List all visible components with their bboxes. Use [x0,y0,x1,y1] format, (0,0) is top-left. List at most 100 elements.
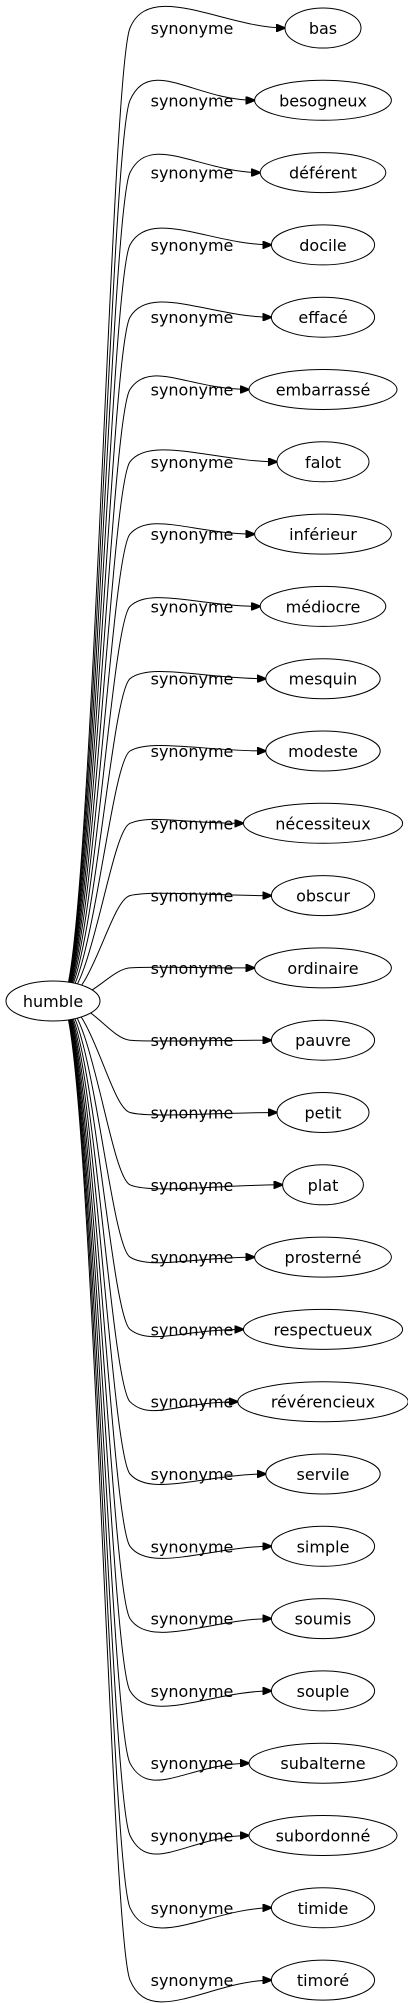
target-node-label: obscur [296,887,350,906]
target-node-efface[interactable]: effacé [270,296,376,338]
target-node-pauvre[interactable]: pauvre [270,1019,376,1061]
target-node-shape [259,585,387,627]
target-node-subalterne[interactable]: subalterne [248,1742,398,1784]
edge-label-ordinaire: synonyme [151,959,234,978]
target-node-shape [270,1959,376,2001]
target-node-simple[interactable]: simple [270,1525,376,1567]
target-node-deferent[interactable]: déférent [259,152,387,194]
edge-label-deferent: synonyme [151,164,234,183]
target-node-falot[interactable]: falot [276,441,370,483]
edge-label-modeste: synonyme [151,742,234,761]
target-node-servile[interactable]: servile [265,1453,381,1495]
target-node-label: docile [299,236,346,255]
target-node-timore[interactable]: timoré [270,1959,376,2001]
target-node-ordinaire[interactable]: ordinaire [254,947,392,989]
target-node-reverencieux[interactable]: révérencieux [237,1381,408,1423]
target-node-label: servile [297,1465,350,1484]
edge-besogneux [60,79,255,1002]
target-node-shape [242,1308,404,1350]
edge-label-inferieur: synonyme [151,525,234,544]
target-node-label: besogneux [279,91,367,110]
target-node-necessiteux[interactable]: nécessiteux [242,802,404,844]
target-node-label: respectueux [273,1320,372,1339]
target-node-shape [265,1453,381,1495]
edge-embarrasse [60,375,249,1002]
target-node-plat[interactable]: plat [282,1164,364,1206]
target-node-label: plat [308,1176,339,1195]
target-node-shape [248,1815,398,1856]
target-node-label: mesquin [289,670,358,689]
target-node-shape [284,7,362,49]
target-node-shape [282,1164,364,1206]
edge-respectueux [60,1000,243,1338]
target-node-shape [270,875,376,917]
target-node-shape [270,1525,376,1567]
target-node-shape [248,369,398,410]
edge-layer: synonyme synonyme synonyme synonyme synonyme… [60,5,285,2003]
target-node-prosterne[interactable]: prosterné [254,1236,392,1278]
target-node-shape [270,1887,376,1929]
target-node-label: ordinaire [287,959,358,978]
target-node-soumis[interactable]: soumis [270,1598,376,1640]
target-node-shape [270,1670,376,1712]
edge-label-mesquin: synonyme [151,670,234,689]
target-node-besogneux[interactable]: besogneux [254,79,392,121]
target-node-label: souple [297,1682,350,1701]
edge-label-falot: synonyme [151,453,234,472]
target-node-respectueux[interactable]: respectueux [242,1308,404,1350]
target-node-petit[interactable]: petit [276,1092,370,1133]
target-node-shape [254,947,392,989]
target-node-souple[interactable]: souple [270,1670,376,1712]
target-node-mesquin[interactable]: mesquin [265,658,381,700]
root-node-shape [5,980,101,1022]
target-node-label: timoré [297,1971,349,1990]
edge-label-simple: synonyme [151,1537,234,1556]
edge-plat [60,1000,283,1190]
edge-label-subalterne: synonyme [151,1754,234,1773]
target-node-subordonne[interactable]: subordonné [248,1815,398,1856]
target-node-shape [265,730,381,772]
target-node-timide[interactable]: timide [270,1887,376,1929]
edge-label-timore: synonyme [151,1971,234,1990]
edge-label-embarrasse: synonyme [151,381,234,400]
target-node-embarrasse[interactable]: embarrassé [248,369,398,410]
target-node-bas[interactable]: bas [284,7,362,49]
edge-inferieur [60,523,255,1002]
edge-soumis [60,1000,271,1633]
target-node-label: nécessiteux [275,814,370,833]
edge-bas [60,5,285,1002]
edge-mesquin [60,671,266,1002]
edge-mediocre [60,597,260,1002]
edge-label-obscur: synonyme [151,887,234,906]
root-node[interactable]: humble [5,980,101,1022]
edge-label-reverencieux: synonyme [151,1393,234,1412]
target-node-label: simple [297,1537,350,1556]
target-node-shape [265,658,381,700]
target-node-shape [276,441,370,483]
target-node-shape [248,1742,398,1784]
target-node-label: embarrassé [276,381,371,400]
target-node-inferieur[interactable]: inférieur [254,513,392,555]
target-node-obscur[interactable]: obscur [270,875,376,917]
target-node-shape [254,79,392,121]
target-node-shape [270,224,376,266]
edge-prosterne [60,1000,255,1264]
edge-label-subordonne: synonyme [151,1827,234,1846]
target-node-docile[interactable]: docile [270,224,376,266]
edge-falot [60,449,277,1002]
node-layer: humble bas besogneux déférent docile effacé e… [5,7,408,2001]
target-node-label: soumis [295,1610,352,1629]
edge-label-pauvre: synonyme [151,1031,234,1050]
edge-label-necessiteux: synonyme [151,814,234,833]
target-node-label: falot [305,453,341,472]
edge-label-souple: synonyme [151,1682,234,1701]
target-node-shape [237,1381,408,1423]
edge-label-timide: synonyme [151,1899,234,1918]
edge-label-bas: synonyme [151,19,234,38]
target-node-modeste[interactable]: modeste [265,730,381,772]
edge-label-docile: synonyme [151,236,234,255]
edge-label-respectueux: synonyme [151,1320,234,1339]
edge-label-prosterne: synonyme [151,1248,234,1267]
target-node-mediocre[interactable]: médiocre [259,585,387,627]
target-node-label: pauvre [295,1031,351,1050]
